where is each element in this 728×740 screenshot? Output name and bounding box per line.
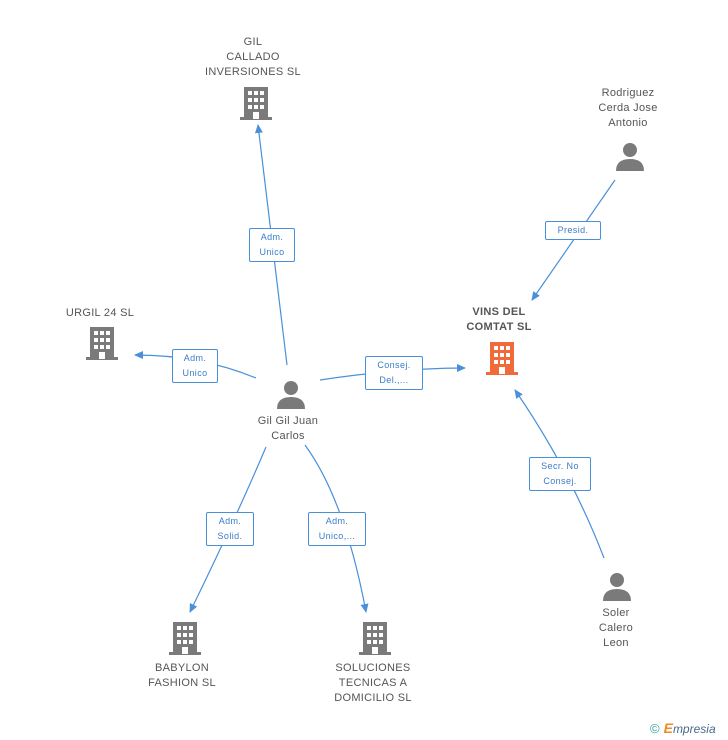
node-label-line: Antonio (608, 117, 648, 129)
edge-label-line: Adm. (325, 516, 349, 526)
brand-name: mpresia (672, 722, 716, 736)
node-label-gil-callado[interactable]: GIL CALLADO INVERSIONES SL (193, 35, 313, 80)
brand-initial: E (663, 720, 673, 736)
node-label-gil-juan[interactable]: Gil Gil Juan Carlos (238, 414, 338, 444)
building-icon[interactable] (168, 620, 202, 656)
node-label-line: Rodriguez (601, 87, 655, 99)
node-label-line: Leon (603, 637, 629, 649)
edge-line-rodriguez (531, 179, 616, 301)
node-label-line: DOMICILIO SL (334, 692, 412, 704)
edge-label-line: Unico (182, 368, 208, 378)
person-icon[interactable] (275, 378, 307, 410)
building-icon[interactable] (239, 85, 273, 121)
edge-label-soler[interactable]: Secr. No Consej. (529, 457, 591, 491)
node-label-line: GIL (243, 36, 263, 48)
edge-label-line: Consej. (543, 476, 577, 486)
node-label-vins[interactable]: VINS DEL COMTAT SL (449, 305, 549, 335)
node-label-line: Cerda Jose (598, 102, 658, 114)
node-label-line: Carlos (271, 430, 305, 442)
building-icon[interactable] (85, 325, 119, 361)
edge-label-gil-callado[interactable]: Adm. Unico (249, 228, 295, 262)
edge-label-line: Adm. (218, 516, 242, 526)
edge-label-line: Unico,... (318, 531, 356, 541)
node-label-line: FASHION SL (148, 677, 216, 689)
edge-label-line: Del.,... (379, 375, 409, 385)
edge-label-babylon[interactable]: Adm. Solid. (206, 512, 254, 546)
building-icon-highlighted[interactable] (485, 340, 519, 376)
node-label-line: URGIL 24 SL (65, 307, 135, 319)
edge-label-line: Presid. (557, 225, 589, 235)
node-label-line: Calero (598, 622, 634, 634)
node-label-soler[interactable]: Soler Calero Leon (566, 606, 666, 651)
footer-brand: ©Empresia (650, 720, 716, 736)
node-label-rodriguez[interactable]: Rodriguez Cerda Jose Antonio (578, 86, 678, 131)
node-label-soluciones[interactable]: SOLUCIONES TECNICAS A DOMICILIO SL (318, 661, 428, 706)
node-label-line: Gil Gil Juan (257, 415, 319, 427)
edge-label-urgil[interactable]: Adm. Unico (172, 349, 218, 383)
edge-label-vins[interactable]: Consej. Del.,... (365, 356, 423, 390)
node-label-urgil[interactable]: URGIL 24 SL (50, 306, 150, 321)
node-label-line: BABYLON (154, 662, 210, 674)
edge-label-line: Adm. (260, 232, 284, 242)
node-label-line: VINS DEL (472, 306, 526, 318)
edge-label-rodriguez[interactable]: Presid. (545, 221, 601, 240)
person-icon[interactable] (601, 570, 633, 602)
edge-label-line: Adm. (183, 353, 207, 363)
edge-label-line: Unico (259, 247, 285, 257)
edge-label-line: Secr. No (541, 461, 579, 471)
node-label-line: COMTAT SL (466, 321, 532, 333)
node-label-line: TECNICAS A (338, 677, 408, 689)
node-label-babylon[interactable]: BABYLON FASHION SL (132, 661, 232, 691)
node-label-line: CALLADO (226, 51, 280, 63)
edge-label-soluciones[interactable]: Adm. Unico,... (308, 512, 366, 546)
edge-label-line: Consej. (377, 360, 411, 370)
building-icon[interactable] (358, 620, 392, 656)
copyright-symbol: © (650, 721, 660, 736)
node-label-line: Soler (602, 607, 630, 619)
node-label-line: SOLUCIONES (335, 662, 411, 674)
node-label-line: INVERSIONES SL (205, 66, 301, 78)
person-icon[interactable] (614, 140, 646, 172)
edge-label-line: Solid. (217, 531, 243, 541)
